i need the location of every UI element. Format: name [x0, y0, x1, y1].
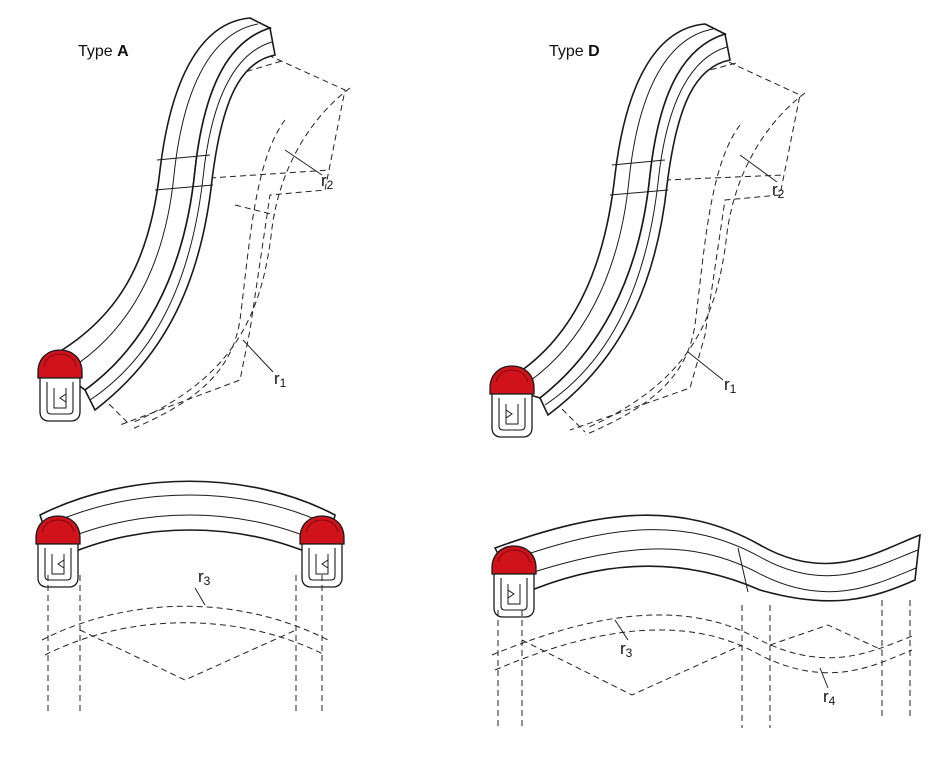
type-d-r3-label: r3 [620, 639, 633, 660]
type-d-r1-label: r1 [724, 375, 737, 396]
type-a-r2-label: r2 [321, 171, 334, 192]
type-a-label: Type A [78, 44, 129, 60]
type-a-arc-strip [35, 480, 345, 715]
type-a-r3-label: r3 [198, 567, 211, 588]
type-d-r4-label: r4 [823, 687, 836, 708]
type-a-strip [37, 17, 351, 431]
type-d-prefix: Type [549, 43, 589, 60]
type-a-r1-label: r1 [274, 369, 287, 390]
type-d-label: Type D [549, 44, 600, 60]
type-d-strip [489, 23, 806, 438]
type-a-prefix: Type [78, 43, 118, 60]
type-d-s-strip [491, 514, 921, 728]
type-d-letter: D [588, 43, 600, 60]
type-a-letter: A [117, 43, 129, 60]
type-d-r2-label: r2 [772, 180, 785, 201]
